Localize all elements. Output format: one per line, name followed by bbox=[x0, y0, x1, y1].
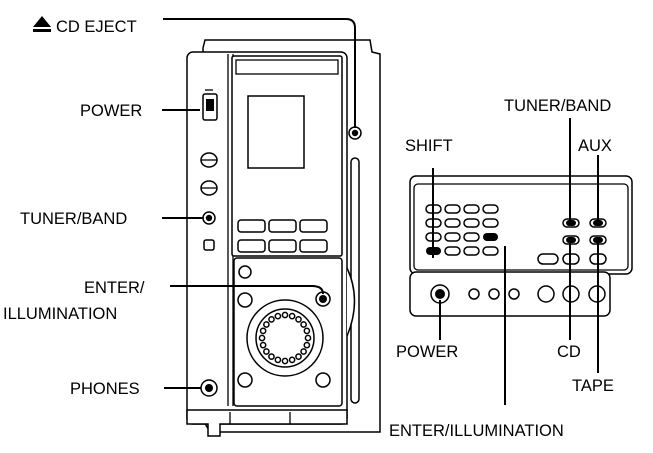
dial-dot bbox=[259, 327, 267, 335]
label-phones: PHONES bbox=[70, 380, 140, 398]
label-tuner-band-main: TUNER/BAND bbox=[20, 210, 127, 228]
remote-key bbox=[444, 204, 461, 214]
dial-dot bbox=[288, 356, 296, 364]
remote-key bbox=[444, 232, 461, 242]
label-enter-illumination-remote: ENTER/ILLUMINATION bbox=[389, 422, 564, 440]
dial-dot bbox=[263, 321, 270, 328]
remote-control bbox=[409, 175, 633, 317]
label-tuner-band-remote: TUNER/BAND bbox=[504, 97, 611, 115]
dial-dot bbox=[295, 316, 302, 323]
remote-key bbox=[483, 233, 498, 241]
main-unit bbox=[186, 39, 381, 437]
remote-key bbox=[463, 204, 480, 214]
eject-bar-icon bbox=[33, 29, 51, 32]
remote-key bbox=[482, 204, 499, 214]
label-tape: TAPE bbox=[572, 377, 614, 395]
label-enter-main: ENTER/ bbox=[84, 279, 145, 297]
dial-dot bbox=[268, 353, 275, 360]
label-illumination-main: ILLUMINATION bbox=[3, 305, 117, 323]
callout-labels: CD EJECT POWER TUNER/BAND ENTER/ ILLUMIN… bbox=[3, 16, 614, 440]
dial-dot bbox=[259, 341, 267, 349]
remote-key bbox=[444, 218, 461, 228]
remote-key bbox=[482, 246, 499, 256]
dial-dot bbox=[263, 348, 270, 355]
dial-dot bbox=[281, 357, 289, 365]
label-power-main: POWER bbox=[80, 102, 142, 120]
remote-key bbox=[482, 218, 499, 228]
eject-triangle-icon bbox=[33, 16, 51, 27]
dial-dot bbox=[258, 334, 266, 342]
callout-lines bbox=[162, 18, 599, 405]
dial-dot bbox=[303, 341, 311, 349]
remote-key bbox=[463, 246, 480, 256]
label-cd-eject: CD EJECT bbox=[56, 18, 137, 36]
dial-dot bbox=[300, 321, 307, 328]
dial-dot bbox=[268, 316, 275, 323]
label-power-remote: POWER bbox=[396, 343, 458, 361]
label-cd: CD bbox=[557, 343, 581, 361]
dial-dot bbox=[274, 356, 282, 364]
dial-dot bbox=[304, 334, 312, 342]
dial-dot bbox=[295, 353, 302, 360]
remote-key bbox=[463, 232, 480, 242]
dial-dot bbox=[274, 312, 282, 320]
dial-dot bbox=[300, 348, 307, 355]
remote-key bbox=[444, 246, 461, 256]
label-shift: SHIFT bbox=[405, 137, 453, 155]
dial-dot bbox=[303, 327, 311, 335]
dial-dot bbox=[281, 311, 289, 319]
label-aux: AUX bbox=[578, 137, 612, 155]
dial-dot bbox=[288, 312, 296, 320]
remote-key bbox=[463, 218, 480, 228]
